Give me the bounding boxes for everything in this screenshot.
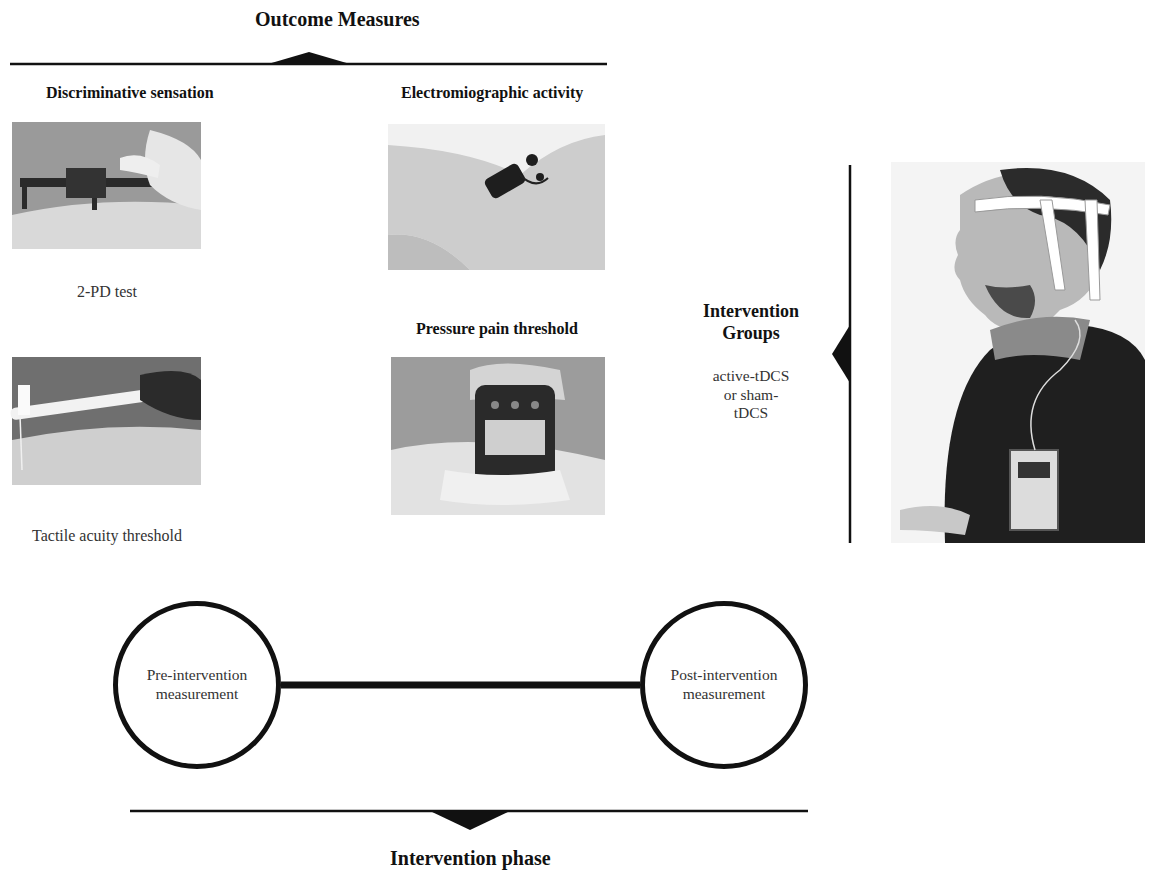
group-text: active-tDCS or sham-tDCS xyxy=(707,367,795,423)
measurement-circle: Post-intervention measurement xyxy=(640,601,808,769)
group-heading: Electromiographic activity xyxy=(401,83,583,102)
group-heading: Pressure pain threshold xyxy=(416,319,578,338)
circle-text: Post-intervention measurement xyxy=(662,666,787,703)
group-heading: Intervention Groups xyxy=(703,301,799,344)
section-heading: Intervention phase xyxy=(390,846,551,870)
group-heading: Discriminative sensation xyxy=(46,83,214,102)
photo-caption: Tactile acuity threshold xyxy=(32,526,182,545)
measurement-circle: Pre-intervention measurement xyxy=(113,601,281,769)
section-heading: Outcome Measures xyxy=(255,7,420,31)
timeline-connector xyxy=(281,682,640,689)
circle-text: Pre-intervention measurement xyxy=(135,666,260,703)
photo-caption: 2-PD test xyxy=(77,282,137,301)
